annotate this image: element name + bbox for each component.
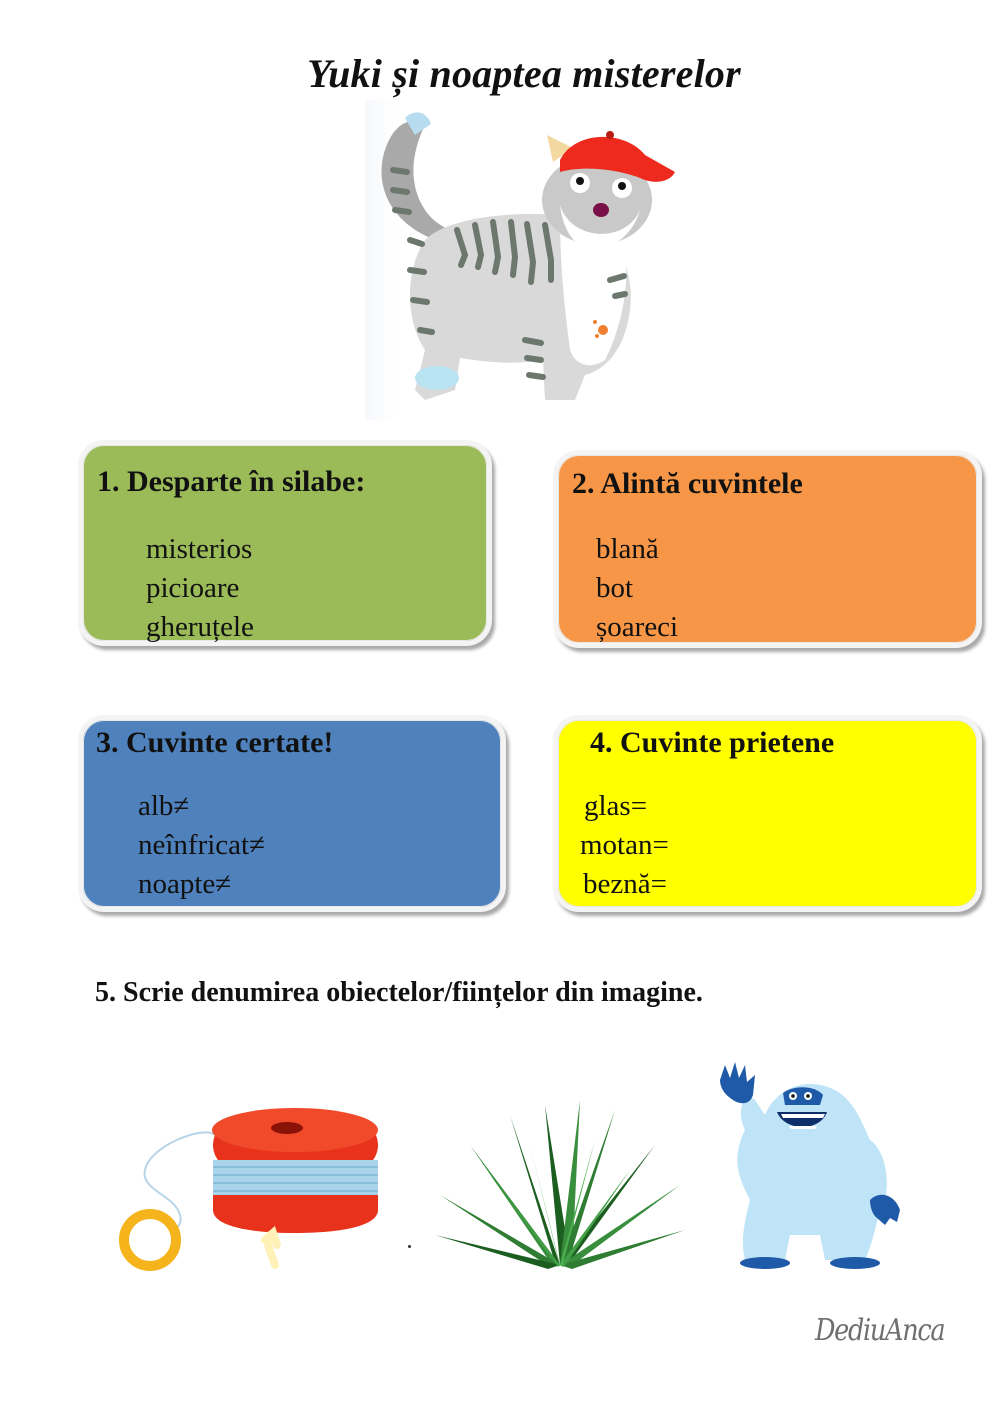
- worksheet-title: Yuki și noaptea misterelor: [307, 51, 741, 96]
- word-item: beznă=: [583, 868, 667, 900]
- word-item: glas=: [584, 790, 648, 822]
- exercise-5-instruction: 5. Scrie denumirea obiectelor/ființelor …: [95, 977, 703, 1008]
- word-item: alb≠: [138, 790, 190, 822]
- yeti-image: [720, 1062, 900, 1269]
- exercise-1-heading: 1. Desparte în silabe:: [97, 465, 366, 498]
- word-item: șoareci: [596, 611, 679, 643]
- exercise-4-heading: 4. Cuvinte prietene: [590, 726, 835, 759]
- cat-illustration: [365, 100, 675, 420]
- word-item: misterios: [146, 533, 253, 565]
- yoyo-image: [119, 1108, 378, 1271]
- author-signature: DediuAnca: [815, 1313, 946, 1348]
- word-item: noapte≠: [138, 868, 232, 900]
- exercise-4-box: 4. Cuvinte prietene glas= motan= beznă=: [553, 715, 982, 912]
- exercise-2-box: 2. Alintă cuvintele blană bot șoareci: [553, 450, 982, 648]
- stray-dot: [408, 1245, 411, 1248]
- exercise-2-heading: 2. Alintă cuvintele: [572, 467, 803, 500]
- exercise-3-box: 3. Cuvinte certate! alb≠ neînfricat≠ noa…: [78, 715, 506, 912]
- word-item: picioare: [146, 572, 240, 604]
- plant-image: [435, 1100, 685, 1269]
- exercise-1-box: 1. Desparte în silabe: misterios picioar…: [78, 440, 492, 646]
- word-item: blană: [596, 533, 659, 565]
- word-item: neînfricat≠: [138, 829, 266, 861]
- exercise-3-items: alb≠ neînfricat≠ noapte≠: [138, 787, 265, 904]
- exercise-2-items: blană bot șoareci: [596, 530, 678, 647]
- word-item: motan=: [580, 829, 669, 861]
- exercise-3-heading: 3. Cuvinte certate!: [96, 726, 334, 759]
- word-item: bot: [596, 572, 634, 604]
- exercise-4-items: glas= motan= beznă=: [580, 787, 669, 904]
- word-item: gheruțele: [146, 611, 254, 643]
- exercise-1-items: misterios picioare gheruțele: [146, 530, 254, 647]
